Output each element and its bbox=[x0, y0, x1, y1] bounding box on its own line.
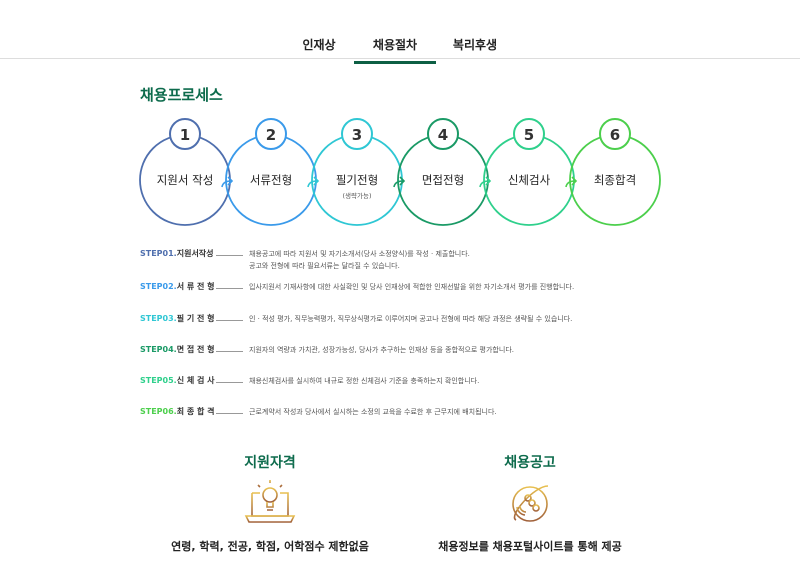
step-number: 3 bbox=[352, 126, 362, 144]
tab-benefits[interactable]: 복리후생 bbox=[452, 38, 498, 52]
step-description-line: 채용신체검사를 실시하여 내규로 정한 신체검사 기준을 충족하는지 확인합니다… bbox=[249, 377, 480, 385]
step-description-line: 지원자의 역량과 가치관, 성장가능성, 당사가 추구하는 인재상 등을 종합적… bbox=[249, 346, 514, 354]
notice-text: 채용정보를 채용포털사이트를 통해 제공 bbox=[438, 540, 622, 553]
step-name: 면 접 전 형 bbox=[176, 345, 215, 354]
step-name: 필 기 전 형 bbox=[176, 314, 215, 323]
tab-bar: 인재상 채용절차 복리후생 bbox=[0, 30, 800, 64]
divider bbox=[216, 408, 243, 414]
step-description: 채용공고에 따라 지원서 및 자기소개서(당사 소정양식)를 작성 · 제출합니… bbox=[249, 248, 470, 272]
process-diagram: 1 지원서 작성 2 서류전형 3 필기전형 (생략가능) 4 면접전형 5 신체검사 6 최종합격 bbox=[139, 118, 661, 226]
step-code: STEP03. bbox=[140, 314, 177, 323]
step-name: 최 종 합 격 bbox=[176, 407, 215, 416]
step-number-badge bbox=[341, 118, 373, 150]
divider bbox=[216, 315, 243, 321]
step-number: 5 bbox=[524, 126, 534, 144]
step-name: 신 체 검 사 bbox=[176, 376, 215, 385]
step-name: 지원서작성 bbox=[176, 249, 214, 258]
arrow-right-icon bbox=[565, 176, 578, 188]
step-code: STEP05. bbox=[140, 376, 177, 385]
step-label: 최종합격 bbox=[594, 173, 636, 187]
divider bbox=[216, 250, 243, 256]
arrow-right-icon bbox=[221, 176, 234, 188]
step-number-badge bbox=[169, 118, 201, 150]
step-code: STEP04. bbox=[140, 345, 177, 354]
qualification-text: 연령, 학력, 전공, 학점, 어학점수 제한없음 bbox=[171, 540, 369, 553]
arrow-right-icon bbox=[307, 176, 320, 188]
step-label: 서류전형 bbox=[250, 173, 292, 187]
step-description: 입사지원서 기재사항에 대한 사실확인 및 당사 인재상에 적합한 인재선발을 … bbox=[249, 281, 574, 293]
arrow-right-icon bbox=[479, 176, 492, 188]
qualification-section: 지원자격 연령, 학력, 전공, 학점, 어학점수 제한없음 bbox=[120, 452, 420, 553]
step-number-badge bbox=[599, 118, 631, 150]
step-label: 신체검사 bbox=[508, 173, 551, 187]
step-description: 채용신체검사를 실시하여 내규로 정한 신체검사 기준을 충족하는지 확인합니다… bbox=[249, 375, 479, 387]
step-description-line: 공고와 전형에 따라 필요서류는 달라질 수 있습니다. bbox=[249, 262, 400, 270]
step-label: 면접전형 bbox=[422, 173, 464, 187]
arrow-right-icon bbox=[393, 176, 406, 188]
page-title: 채용프로세스 bbox=[140, 86, 223, 104]
step-number-badge bbox=[255, 118, 287, 150]
step-label: 필기전형 bbox=[336, 173, 378, 187]
step-number: 1 bbox=[180, 126, 190, 144]
tab-recruitment-process[interactable]: 채용절차 bbox=[354, 36, 436, 64]
step-number-badge bbox=[513, 118, 545, 150]
step-label: 지원서 작성 bbox=[157, 173, 214, 187]
step-number-badge bbox=[427, 118, 459, 150]
divider bbox=[216, 346, 243, 352]
step-code: STEP02. bbox=[140, 282, 177, 291]
step-description-line: 채용공고에 따라 지원서 및 자기소개서(당사 소정양식)를 작성 · 제출합니… bbox=[249, 250, 470, 258]
step-description: 인 · 적성 평가, 직무능력평가, 직무상식평가로 이루어지며 공고나 전형에… bbox=[249, 313, 572, 325]
notice-title: 채용공고 bbox=[504, 455, 556, 471]
step-heading: STEP06.최 종 합 격 bbox=[140, 406, 248, 417]
lightbulb-laptop-icon bbox=[244, 480, 296, 523]
notice-section: 채용공고 채용정보를 채용포털사이트를 통해 제공 bbox=[380, 452, 680, 553]
step-code: STEP06. bbox=[140, 407, 177, 416]
tab-talent[interactable]: 인재상 bbox=[302, 38, 336, 52]
step-description: 근로계약서 작성과 당사에서 실시하는 소정의 교육을 수료한 후 근무지에 배… bbox=[249, 406, 497, 418]
divider bbox=[216, 283, 243, 289]
step-heading: STEP01.지원서작성 bbox=[140, 248, 248, 259]
step-description-line: 근로계약서 작성과 당사에서 실시하는 소정의 교육을 수료한 후 근무지에 배… bbox=[249, 408, 497, 416]
step-description-line: 인 · 적성 평가, 직무능력평가, 직무상식평가로 이루어지며 공고나 전형에… bbox=[249, 315, 573, 323]
step-code: STEP01. bbox=[140, 249, 177, 258]
step-number: 2 bbox=[266, 126, 276, 144]
divider bbox=[216, 377, 243, 383]
step-description: 지원자의 역량과 가치관, 성장가능성, 당사가 추구하는 인재상 등을 종합적… bbox=[249, 344, 514, 356]
step-heading: STEP02.서 류 전 형 bbox=[140, 281, 248, 292]
step-name: 서 류 전 형 bbox=[176, 282, 215, 291]
step-number: 4 bbox=[438, 126, 448, 144]
step-description-line: 입사지원서 기재사항에 대한 사실확인 및 당사 인재상에 적합한 인재선발을 … bbox=[249, 283, 575, 291]
globe-link-icon bbox=[512, 485, 549, 522]
step-heading: STEP04.면 접 전 형 bbox=[140, 344, 248, 355]
qualification-title: 지원자격 bbox=[244, 455, 296, 471]
step-heading: STEP05.신 체 검 사 bbox=[140, 375, 248, 386]
step-heading: STEP03.필 기 전 형 bbox=[140, 313, 248, 324]
step-sublabel: (생략가능) bbox=[343, 191, 372, 200]
step-number: 6 bbox=[610, 126, 620, 144]
